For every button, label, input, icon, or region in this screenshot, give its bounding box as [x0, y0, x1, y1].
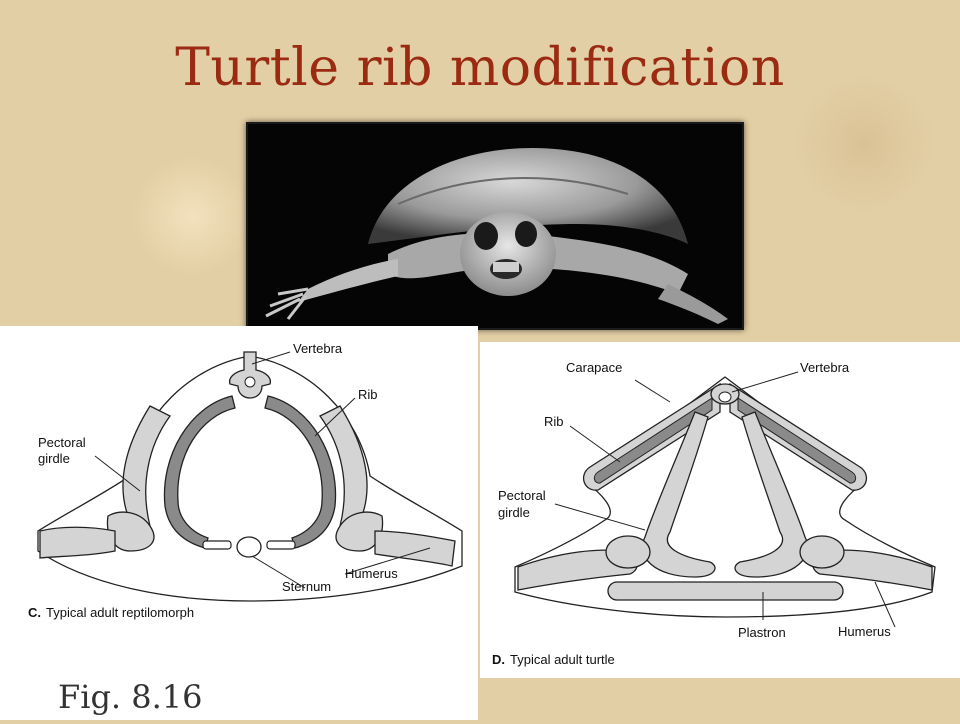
caption-letter-d: D. [492, 652, 505, 667]
label-sternum: Sternum [282, 579, 331, 594]
humerus-left [39, 526, 116, 559]
pectoral-girdle-left [641, 411, 716, 578]
label-humerus: Humerus [345, 566, 398, 581]
label-plastron: Plastron [738, 625, 786, 640]
caption-letter-c: C. [28, 605, 41, 620]
label-pectoral: Pectoral [498, 488, 546, 503]
label-pectoral: Pectoral [38, 435, 86, 450]
caption-d: Typical adult turtle [510, 652, 615, 667]
label-vertebra: Vertebra [293, 341, 343, 356]
slide-title: Turtle rib modification [175, 38, 785, 98]
sternal-rib-left-1 [202, 540, 232, 550]
sternum [236, 536, 262, 558]
reptilomorph-cross-section: Vertebra Rib Pectoral girdle Sternum Hum… [28, 341, 463, 620]
label-rib: Rib [544, 414, 564, 429]
label-humerus: Humerus [838, 624, 891, 639]
label-girdle: girdle [498, 505, 530, 520]
plastron [607, 581, 844, 601]
panel-d-turtle-diagram: Carapace Vertebra Rib Pectoral girdle Pl… [480, 342, 960, 678]
pectoral-girdle-right [734, 411, 809, 578]
humerus-right [374, 530, 456, 567]
turtle-skeleton-illustration [265, 148, 728, 324]
label-girdle: girdle [38, 451, 70, 466]
turtle-cross-section: Carapace Vertebra Rib Pectoral girdle Pl… [492, 360, 936, 667]
vertebra [228, 351, 272, 399]
label-rib: Rib [358, 387, 378, 402]
body-outline [514, 376, 936, 618]
panel-c-reptilomorph-diagram: Vertebra Rib Pectoral girdle Sternum Hum… [0, 326, 478, 720]
sternal-rib-right-1 [266, 540, 296, 550]
caption-c: Typical adult reptilomorph [46, 605, 194, 620]
label-carapace: Carapace [566, 360, 622, 375]
turtle-skeleton-photo [246, 122, 744, 330]
figure-label: Fig. 8.16 [58, 678, 203, 716]
label-vertebra: Vertebra [800, 360, 850, 375]
